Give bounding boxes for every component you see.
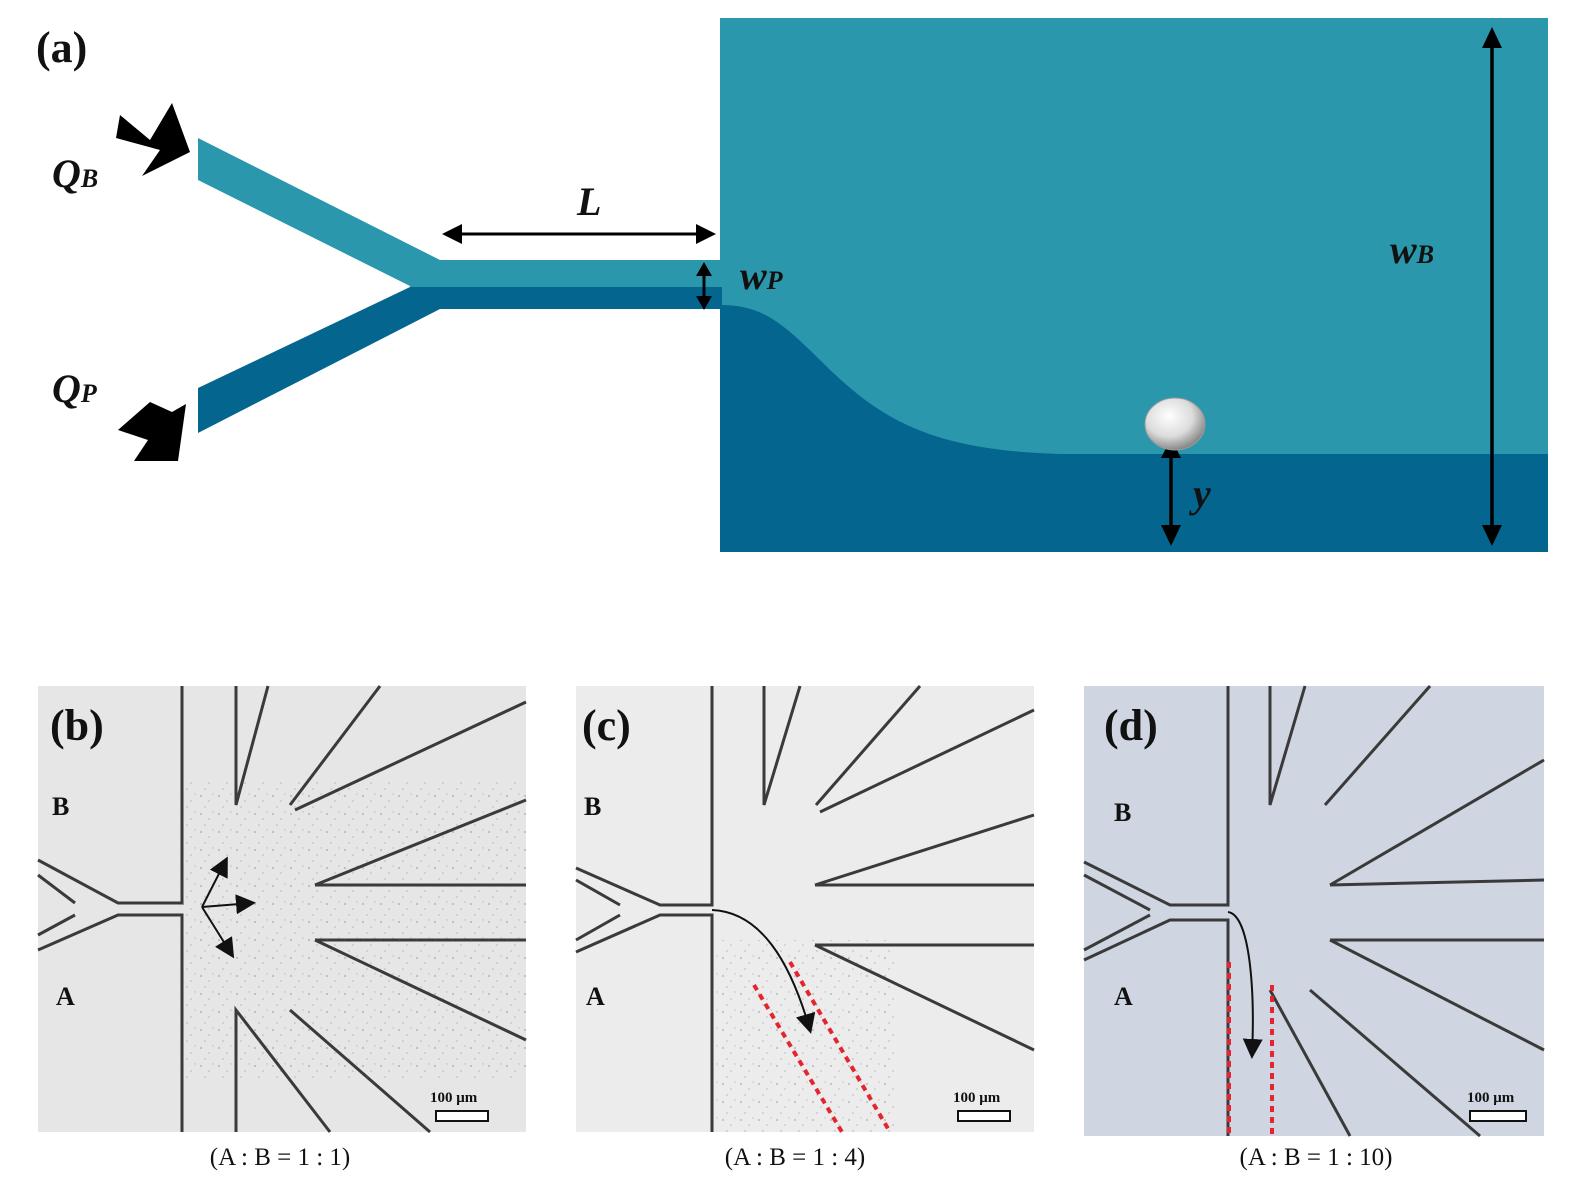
panel-d-scale-bar: 100 μm [1467,1090,1515,1106]
qb-label: QB [52,151,99,196]
panel-c-caption: (A : B = 1 : 4) [724,1144,866,1171]
y-label: y [1193,471,1211,516]
panel-b-scale-bar: 100 μm [430,1090,478,1106]
buffer-inlet-channel [198,138,440,286]
length-arrow [442,224,716,244]
particle-stream-region [720,305,1548,552]
panel-c-outlet-a: A [586,982,605,1011]
panel-a-schematic [116,18,1548,552]
panel-b-outlet-b: B [52,792,70,821]
micrograph-b [37,685,527,1134]
buffer-inflow-arrow-icon [116,103,190,176]
panel-d-caption: (A : B = 1 : 10) [1239,1144,1393,1171]
panel-d-letter: (d) [1104,701,1158,750]
wp-label: wP [740,253,783,298]
particle-icon [1144,397,1206,451]
panel-c-letter: (c) [582,701,631,750]
particle-inflow-arrow-icon [118,402,186,461]
wb-label: wB [1390,227,1435,272]
panel-d-outlet-a: A [1114,982,1133,1011]
panel-d-outlet-b: B [1114,798,1132,827]
particle-inlet-channel [198,287,440,433]
qp-label: QP [52,366,97,411]
panel-c-scale-bar: 100 μm [953,1090,1001,1106]
panel-a-letter: (a) [36,23,88,72]
micrograph-d [1083,685,1545,1138]
pinched-segment-upper [410,260,722,287]
length-label: L [577,179,602,224]
micrograph-c [575,685,1035,1134]
panel-b-letter: (b) [50,701,104,750]
wb-arrow [1482,27,1502,546]
wp-arrow [696,262,712,310]
panel-b-caption: (A : B = 1 : 1) [209,1144,351,1171]
panel-b-outlet-a: A [56,982,75,1011]
panel-c-outlet-b: B [584,792,602,821]
pinched-segment-lower [410,287,722,309]
